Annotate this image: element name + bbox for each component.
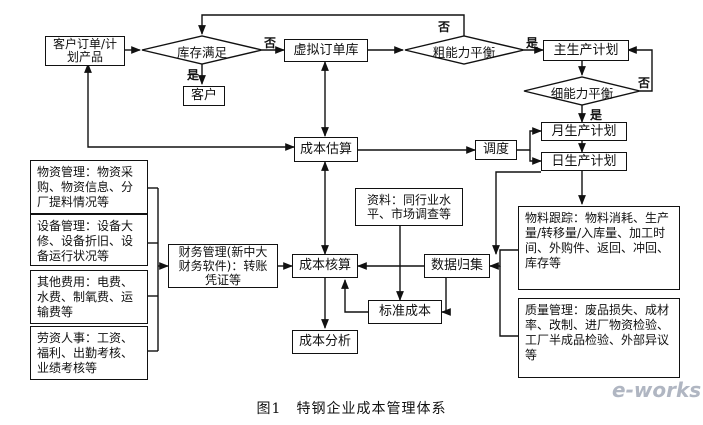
labor-box: 劳资人事：工资、福利、出勤考核、业绩考核等 (30, 326, 148, 380)
no-label-stock: 否 (264, 36, 277, 50)
customer-order-label: 客户订单/计划产品 (52, 37, 118, 64)
master-plan-label: 主生产计划 (553, 42, 619, 58)
no-label-fine: 否 (638, 76, 651, 90)
material-tracking-label: 物料跟踪：物料消耗、生产量/转移量/入库量、加工时间、外购件、返回、冲回、库存等 (525, 211, 670, 270)
finance-box: 财务管理(新中大财务软件)：转账凭证等 (168, 244, 278, 288)
cost-estimate-label: 成本估算 (299, 141, 352, 157)
material-tracking-box: 物料跟踪：物料消耗、生产量/转移量/入库量、加工时间、外购件、返回、冲回、库存等 (518, 206, 680, 290)
stock-full-label: 库存满足 (176, 45, 227, 60)
monthly-plan-label: 月生产计划 (551, 123, 617, 139)
daily-plan-label: 日生产计划 (551, 153, 617, 169)
master-plan-box: 主生产计划 (543, 40, 629, 61)
yes-label-rough: 是 (526, 36, 539, 50)
equipment-box: 设备管理：设备大修、设备折旧、设备运行状况等 (30, 214, 148, 266)
materials-label: 物资管理：物资采购、物资信息、分厂提料情况等 (37, 165, 134, 209)
monthly-plan-box: 月生产计划 (541, 122, 627, 141)
figure-caption: 图1 特钢企业成本管理体系 (256, 401, 447, 417)
cost-estimate-box: 成本估算 (294, 137, 358, 162)
customer-box: 客户 (183, 86, 225, 106)
labor-label: 劳资人事：工资、福利、出勤考核、业绩考核等 (37, 331, 134, 375)
fine-capacity-label: 细能力平衡 (550, 86, 614, 101)
equipment-label: 设备管理：设备大修、设备折旧、设备运行状况等 (37, 219, 134, 263)
other-costs-box: 其他费用：电费、水费、制氧费、运输费等 (30, 270, 148, 324)
reference-box: 资料：同行业水平、市场调查等 (355, 188, 463, 226)
other-costs-label: 其他费用：电费、水费、制氧费、运输费等 (37, 275, 134, 319)
watermark-logo: e-works (612, 378, 702, 402)
quality-label: 质量管理：废品损失、成材率、改制、进厂物资检验、工厂半成品检验、外部异议等 (525, 303, 670, 362)
dispatch-box: 调度 (475, 140, 517, 160)
virtual-order-db-label: 虚拟订单库 (293, 42, 359, 58)
cost-analysis-label: 成本分析 (298, 334, 351, 349)
daily-plan-box: 日生产计划 (541, 152, 627, 171)
standard-cost-box: 标准成本 (368, 300, 442, 324)
dispatch-label: 调度 (482, 142, 509, 157)
reference-label: 资料：同行业水平、市场调查等 (366, 193, 451, 221)
yes-label-fine: 是 (590, 108, 603, 122)
rough-capacity-label: 粗能力平衡 (432, 45, 496, 60)
standard-cost-label: 标准成本 (378, 304, 431, 319)
finance-label: 财务管理(新中大财务软件)：转账凭证等 (178, 245, 268, 287)
no-label-rough: 否 (438, 20, 451, 34)
quality-box: 质量管理：废品损失、成材率、改制、进厂物资检验、工厂半成品检验、外部异议等 (518, 298, 680, 378)
cost-analysis-box: 成本分析 (292, 330, 358, 354)
yes-label-stock: 是 (187, 68, 200, 82)
customer-order-box: 客户订单/计划产品 (45, 36, 125, 66)
data-archive-box: 数据归集 (424, 254, 490, 278)
virtual-order-db-box: 虚拟订单库 (284, 39, 368, 62)
cost-accounting-label: 成本核算 (298, 258, 351, 273)
customer-label: 客户 (190, 88, 217, 103)
cost-accounting-box: 成本核算 (292, 254, 358, 278)
data-archive-label: 数据归集 (430, 258, 483, 273)
materials-box: 物资管理：物资采购、物资信息、分厂提料情况等 (30, 160, 148, 214)
